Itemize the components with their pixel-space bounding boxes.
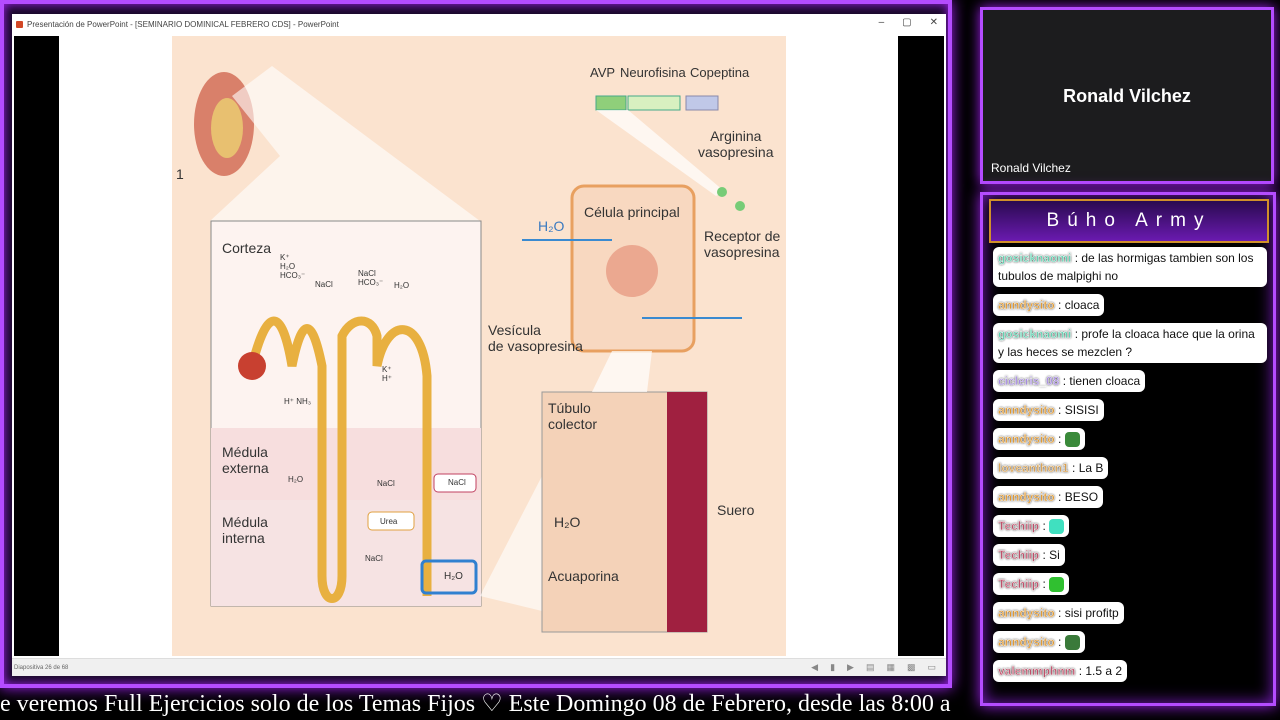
close-button[interactable]: ✕ — [929, 17, 938, 28]
chat-message: Techiip : — [993, 515, 1070, 537]
chat-message: anndysito : BESO — [993, 486, 1104, 508]
normal-view-icon[interactable]: ▤ — [865, 662, 875, 672]
label-neurofisina: Neurofisina — [620, 65, 686, 80]
reading-view-icon[interactable]: ▩ — [906, 662, 916, 672]
prev-slide-icon[interactable]: ◀ — [811, 662, 819, 672]
chat-text: BESO — [1064, 490, 1099, 504]
chat-username[interactable]: valemmphnm — [998, 664, 1076, 678]
chat-message: cicleris_08 : tienen cloaca — [993, 370, 1146, 392]
chat-message: Techiip : Si — [993, 544, 1065, 566]
chat-username[interactable]: anndysito — [998, 432, 1055, 446]
label-h2o: H₂O — [538, 218, 565, 234]
slide-kidney-diagram: 1 Corteza Médula externa Médula interna … — [172, 36, 786, 656]
label-nacl: NaCl — [377, 479, 395, 488]
powerpoint-icon — [16, 20, 23, 28]
presentation-frame: Presentación de PowerPoint - [SEMINARIO … — [0, 0, 952, 688]
webcam-name: Ronald Vilchez — [1063, 86, 1191, 106]
minimize-button[interactable]: – — [878, 17, 885, 28]
label-celula-principal: Célula principal — [584, 204, 680, 220]
chat-username[interactable]: gosicknaomi — [998, 251, 1072, 265]
emote-icon — [1049, 519, 1065, 535]
chat-text: SISISI — [1064, 403, 1099, 417]
label-suero: Suero — [717, 502, 755, 518]
chat-text: sisi profitp — [1064, 606, 1119, 620]
chat-message: anndysito : — [993, 631, 1085, 653]
chat-message: gosicknaomi : de las hormigas tambien so… — [993, 247, 1267, 287]
label-h-nh3: H⁺ NH₃ — [284, 397, 312, 406]
label-tubulo-colector: Túbulo colector — [548, 400, 598, 433]
label-nacl-hco3: NaCl HCO₃⁻ — [358, 269, 384, 287]
chat-username[interactable]: Techiip — [998, 548, 1040, 562]
chat-title: Búho Army — [989, 199, 1269, 243]
next-slide-icon[interactable]: ▶ — [847, 662, 854, 672]
label-medula-interna: Médula interna — [222, 514, 268, 547]
chat-username[interactable]: anndysito — [998, 298, 1055, 312]
chat-text: La B — [1078, 461, 1104, 475]
label-medula-externa: Médula externa — [222, 444, 269, 477]
chat-username[interactable]: anndysito — [998, 403, 1055, 417]
diagram-graphics — [194, 66, 745, 633]
chat-message: anndysito : SISISI — [993, 399, 1104, 421]
status-bar: Diapositiva 26 de 68 ◀ ▮ ▶ ▤ ▦ ▩ ▭ — [12, 658, 946, 676]
webcam-panel: Ronald Vilchez Ronald Vilchez — [980, 7, 1274, 184]
powerpoint-window: Presentación de PowerPoint - [SEMINARIO … — [12, 14, 946, 676]
chat-text: cloaca — [1064, 298, 1100, 312]
chat-message: valemmphnm : 1.5 a 2 — [993, 660, 1128, 682]
chat-text: profe la cloaca hace que la orina y las … — [998, 327, 1255, 359]
label-nacl-box: NaCl — [448, 478, 466, 487]
label-avp: AVP — [590, 65, 616, 80]
chat-username[interactable]: gosicknaomi — [998, 327, 1072, 341]
label-vesicula: Vesícula de vasopresina — [488, 322, 583, 355]
label-urea: Urea — [380, 517, 398, 526]
label-arginina-vasopresina: Arginina vasopresina — [698, 128, 774, 161]
label-acuaporina: Acuaporina — [548, 568, 619, 584]
ticker-banner: e veremos Full Ejercicios solo de los Te… — [0, 691, 951, 717]
chat-username[interactable]: cicleris_08 — [998, 374, 1060, 388]
chat-message: loveanthon1 : La B — [993, 457, 1109, 479]
chat-username[interactable]: anndysito — [998, 606, 1055, 620]
chat-messages: gosicknaomi : de las hormigas tambien so… — [993, 247, 1269, 689]
chat-message: Techiip : — [993, 573, 1070, 595]
chat-username[interactable]: Techiip — [998, 519, 1040, 533]
maximize-button[interactable]: ▢ — [902, 17, 912, 28]
chat-username[interactable]: loveanthon1 — [998, 461, 1069, 475]
label-h2o: H₂O — [394, 281, 410, 290]
window-title: Presentación de PowerPoint - [SEMINARIO … — [27, 19, 339, 29]
chat-username[interactable]: Techiip — [998, 577, 1040, 591]
menu-icon[interactable]: ▮ — [830, 662, 836, 672]
label-nacl: NaCl — [365, 554, 383, 563]
slideshow-icon[interactable]: ▭ — [927, 662, 936, 672]
chat-message: anndysito : sisi profitp — [993, 602, 1124, 624]
emote-icon — [1064, 635, 1080, 651]
chat-message: gosicknaomi : profe la cloaca hace que l… — [993, 323, 1267, 363]
label-k-h2o-hco3: K⁺ H₂O HCO₃⁻ — [280, 253, 306, 280]
label-h2o: H₂O — [554, 514, 581, 530]
label-nacl: NaCl — [315, 280, 333, 289]
label-1: 1 — [176, 166, 184, 182]
label-copeptina: Copeptina — [690, 65, 750, 80]
title-bar: Presentación de PowerPoint - [SEMINARIO … — [12, 14, 946, 34]
label-receptor: Receptor de vasopresina — [704, 228, 781, 261]
chat-panel: Búho Army gosicknaomi : de las hormigas … — [980, 192, 1276, 706]
chat-text: de las hormigas tambien son los tubulos … — [998, 251, 1254, 283]
chat-message: anndysito : — [993, 428, 1085, 450]
label-corteza: Corteza — [222, 240, 272, 256]
emote-icon — [1064, 432, 1080, 448]
chat-username[interactable]: anndysito — [998, 490, 1055, 504]
emote-icon — [1049, 577, 1065, 593]
label-h2o-box: H₂O — [444, 571, 463, 582]
chat-message: anndysito : cloaca — [993, 294, 1105, 316]
label-k-h: K⁺ H⁺ — [382, 365, 392, 383]
chat-text: 1.5 a 2 — [1085, 664, 1123, 678]
label-h2o: H₂O — [288, 475, 304, 484]
slide-viewport: 1 Corteza Médula externa Médula interna … — [14, 36, 944, 656]
chat-text: Si — [1049, 548, 1060, 562]
chat-username[interactable]: anndysito — [998, 635, 1055, 649]
sorter-view-icon[interactable]: ▦ — [886, 662, 895, 672]
chat-text: tienen cloaca — [1069, 374, 1141, 388]
webcam-label: Ronald Vilchez — [991, 161, 1071, 175]
slide-counter: Diapositiva 26 de 68 — [14, 664, 69, 671]
